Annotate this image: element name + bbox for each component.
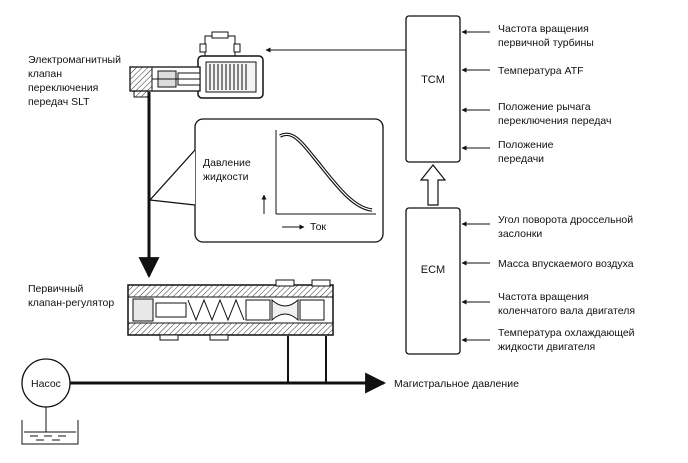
ecm-label: ECM xyxy=(421,264,445,276)
svg-text:переключения: переключения xyxy=(28,82,98,94)
ecm-input-3-line2: коленчатого вала двигателя xyxy=(498,305,635,317)
primary-regulator-valve-drawing xyxy=(127,279,334,341)
slt-solenoid-label: Электромагнитный клапан переключения пер… xyxy=(28,54,121,108)
ecm-inputs: Угол поворота дроссельной заслонки Масса… xyxy=(461,214,635,353)
tcm-input-1-line2: первичной турбины xyxy=(498,37,594,49)
ecm-input-1-line1: Угол поворота дроссельной xyxy=(498,214,633,226)
graph-y-label-1: Давление xyxy=(203,157,251,169)
pump-label: Насос xyxy=(31,378,61,390)
ecm-input-4-line1: Температура охлаждающей xyxy=(498,327,635,339)
line-pressure-label: Магистральное давление xyxy=(394,378,519,390)
graph-x-label: Ток xyxy=(310,221,326,233)
pressure-current-graph: Давление жидкости Ток xyxy=(148,118,384,243)
ecm-to-tcm-arrow xyxy=(419,164,447,206)
primary-regulator-label: Первичный клапан-регулятор xyxy=(28,283,114,309)
tcm-input-3-line1: Положение рычага xyxy=(498,101,591,113)
pump: Насос xyxy=(21,358,71,432)
tcm-input-2: Температура ATF xyxy=(498,65,584,77)
ecm-input-2: Масса впускаемого воздуха xyxy=(498,258,634,270)
svg-text:Электромагнитный: Электромагнитный xyxy=(28,54,121,66)
ecm-input-1-line2: заслонки xyxy=(498,228,542,240)
ecm-input-3-line1: Частота вращения xyxy=(498,291,589,303)
tcm-label: TCM xyxy=(421,74,445,86)
tcm-input-1-line1: Частота вращения xyxy=(498,23,589,35)
ecm-input-4-line2: жидкости двигателя xyxy=(498,341,595,353)
graph-y-label-2: жидкости xyxy=(203,171,249,183)
tcm-input-4-line1: Положение xyxy=(498,139,554,151)
oil-pan xyxy=(21,420,79,445)
svg-text:передач SLT: передач SLT xyxy=(28,96,90,108)
graph-pointer xyxy=(148,149,196,206)
svg-text:клапан-регулятор: клапан-регулятор xyxy=(28,297,114,309)
slt-solenoid-valve-drawing xyxy=(129,31,264,99)
svg-text:Первичный: Первичный xyxy=(28,283,83,295)
tcm-input-3-line2: переключения передач xyxy=(498,115,611,127)
ecm-block: ECM xyxy=(405,207,461,355)
tcm-inputs: Частота вращения первичной турбины Темпе… xyxy=(461,23,611,165)
tcm-block: TCM xyxy=(405,15,461,163)
svg-text:клапан: клапан xyxy=(28,68,62,80)
tcm-input-4-line2: передачи xyxy=(498,153,544,165)
